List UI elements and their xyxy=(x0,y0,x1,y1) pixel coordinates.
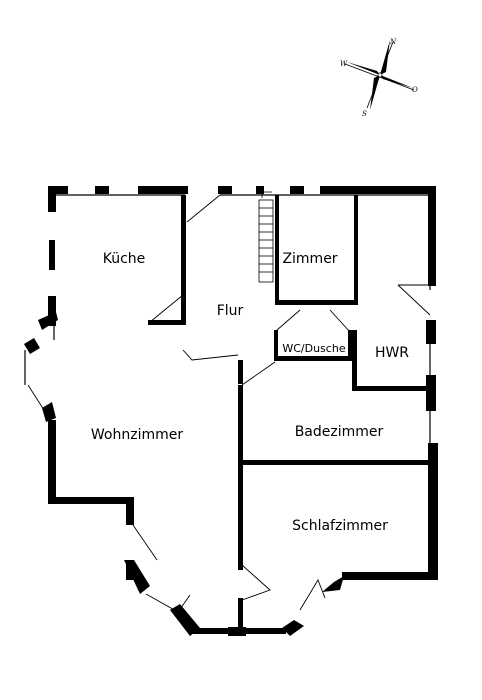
room-label-badezimmer: Badezimmer xyxy=(295,424,384,440)
room-label-wohnzimmer: Wohnzimmer xyxy=(91,427,183,443)
room-label-hwr: HWR xyxy=(375,345,409,361)
compass-north-label: N xyxy=(389,38,397,46)
compass-east-label: O xyxy=(412,86,418,94)
compass-icon: N S O W xyxy=(340,38,418,118)
door-swings xyxy=(27,194,431,613)
room-label-schlafzimmer: Schlafzimmer xyxy=(292,518,388,534)
thin-walls xyxy=(24,194,431,445)
room-label-zimmer: Zimmer xyxy=(282,251,337,267)
room-label-kueche: Küche xyxy=(103,251,146,267)
room-label-wc-dusche: WC/Dusche xyxy=(282,342,345,355)
stairs xyxy=(258,191,274,283)
thick-walls xyxy=(24,186,438,636)
room-label-flur: Flur xyxy=(217,303,244,319)
compass-south-label: S xyxy=(362,110,367,118)
compass-west-label: W xyxy=(340,60,348,68)
